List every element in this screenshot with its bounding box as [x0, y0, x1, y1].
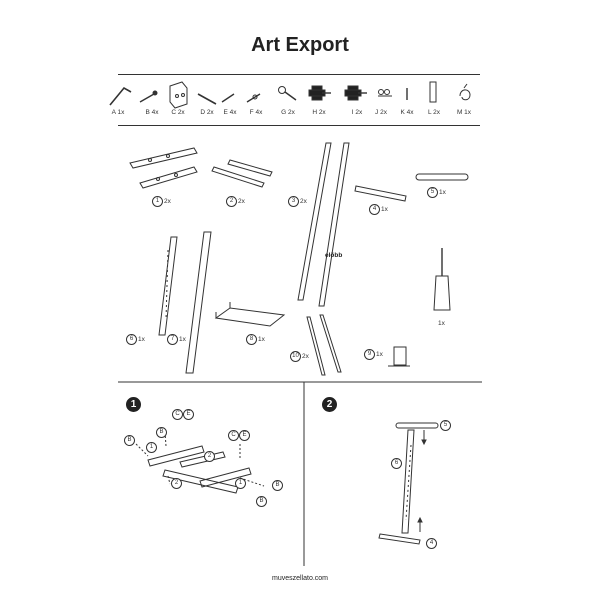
screw-icon — [221, 93, 235, 103]
hook-icon — [459, 83, 471, 101]
part-1-drawing — [129, 147, 198, 189]
hardware-label-g: G 2x — [281, 109, 295, 116]
hardware-label-k: K 4x — [400, 109, 414, 116]
part-number-9: 9 — [364, 349, 375, 360]
part-number-5: 5 — [427, 187, 438, 198]
part-qty-8: 1x — [258, 336, 265, 343]
part-6-drawing — [158, 236, 178, 336]
hardware-label-b: B 4x — [145, 109, 159, 116]
part-4-drawing — [354, 185, 407, 202]
hardware-label-c: C 2x — [171, 109, 185, 116]
part-10-drawing — [306, 314, 342, 376]
step-1-callout-b-left: B — [124, 435, 135, 446]
part-qty-5: 1x — [439, 189, 446, 196]
screwdriver-icon — [433, 248, 451, 311]
part-9-drawing — [388, 346, 410, 367]
step-2-drawing — [378, 422, 439, 545]
hardware-label-d: D 2x — [200, 109, 214, 116]
step-2-badge: 2 — [322, 397, 337, 412]
allen-key-icon — [109, 86, 132, 106]
step-1-callout-e-right: E — [239, 430, 250, 441]
plate-icon — [429, 81, 437, 103]
wing-bolt-icon — [278, 86, 297, 101]
elobb-note: elöbb — [325, 252, 343, 259]
part-number-1: 1 — [152, 196, 163, 207]
step-1-callout-e-top: E — [183, 409, 194, 420]
part-2-drawing — [211, 159, 273, 188]
hardware-label-l: L 2x — [427, 109, 441, 116]
part-3-drawing — [297, 142, 350, 307]
part-number-4: 4 — [369, 204, 380, 215]
step-1-callout-1-bottom: 1 — [235, 478, 246, 489]
step-2-callout-6: 6 — [391, 458, 402, 469]
step-1-callout-1-top: 1 — [146, 442, 157, 453]
wing-nut-icon — [378, 89, 392, 97]
part-qty-4: 1x — [381, 206, 388, 213]
step-2-callout-4: 4 — [426, 538, 437, 549]
bolt-icon — [139, 90, 158, 103]
step-1-badge: 1 — [126, 397, 141, 412]
part-qty-7: 1x — [179, 336, 186, 343]
long-screw-icon — [197, 93, 217, 105]
part-5-drawing — [415, 173, 469, 181]
step-1-callout-b-top: B — [156, 427, 167, 438]
large-knob-icon — [344, 85, 367, 101]
part-number-6: 6 — [126, 334, 137, 345]
step-1-callout-c-right: C — [228, 430, 239, 441]
step-1-callout-2-bottom: 2 — [171, 478, 182, 489]
footer-website: muveszellato.com — [271, 575, 329, 582]
hardware-label-f: F 4x — [249, 109, 263, 116]
part-qty-3: 2x — [300, 198, 307, 205]
part-8-drawing — [214, 302, 286, 327]
hardware-row: A 1x B 4x C 2x D 2x E 4x F 4x G 2x H 2x … — [112, 74, 480, 126]
hardware-label-h: H 2x — [312, 109, 326, 116]
part-qty-10: 2x — [302, 353, 309, 360]
knob-icon — [308, 85, 331, 101]
part-number-10: 10 — [290, 351, 301, 362]
screwdriver-qty: 1x — [438, 320, 445, 327]
part-number-3: 3 — [288, 196, 299, 207]
step-1-callout-b-bottom: B — [256, 496, 267, 507]
hardware-label-i: I 2x — [351, 109, 363, 116]
part-7-drawing — [185, 231, 212, 374]
step-1-callout-2-mid: 2 — [204, 451, 215, 462]
step-1-callout-b-right: B — [272, 480, 283, 491]
page-title: Art Export — [251, 34, 349, 56]
part-qty-2: 2x — [238, 198, 245, 205]
part-qty-1: 2x — [164, 198, 171, 205]
part-number-8: 8 — [246, 334, 257, 345]
hardware-label-e: E 4x — [223, 109, 237, 116]
hardware-label-m: M 1x — [456, 109, 472, 116]
part-number-2: 2 — [226, 196, 237, 207]
screw-washer-icon — [246, 93, 261, 103]
step-2-callout-5: 5 — [440, 420, 451, 431]
hardware-label-a: A 1x — [111, 109, 125, 116]
part-qty-9: 1x — [376, 351, 383, 358]
step-1-callout-c-top: C — [172, 409, 183, 420]
hardware-label-j: J 2x — [375, 109, 387, 116]
part-qty-6: 1x — [138, 336, 145, 343]
part-number-7: 7 — [167, 334, 178, 345]
bracket-icon — [169, 81, 188, 109]
